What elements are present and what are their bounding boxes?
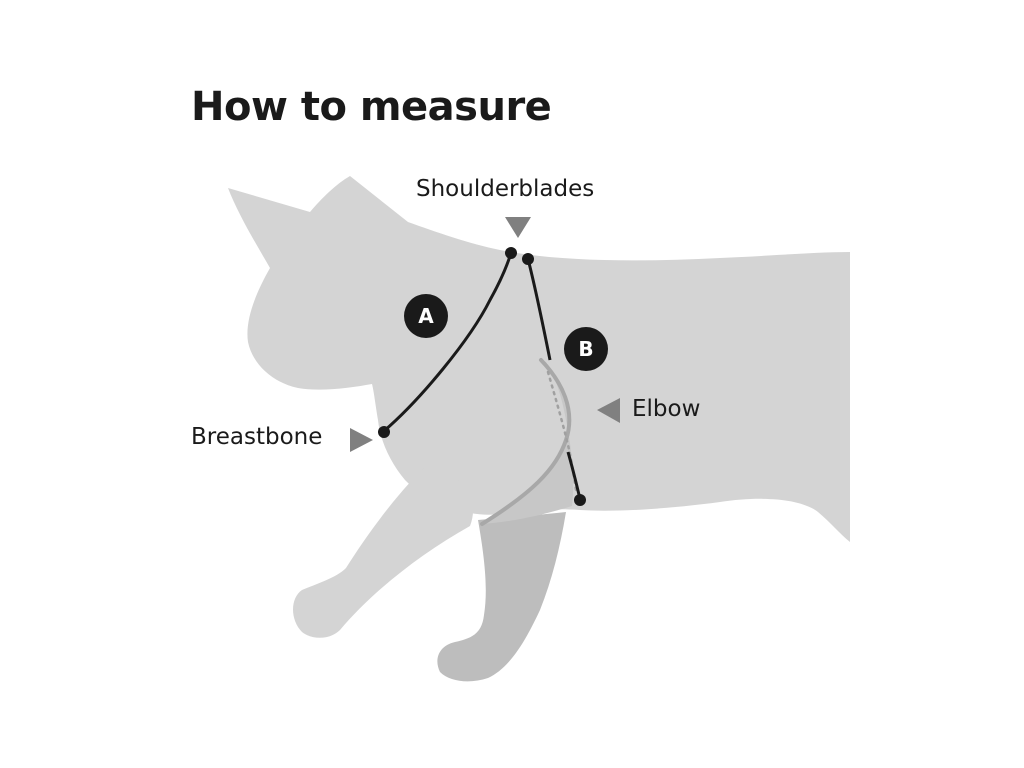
badge-b-label: B <box>578 337 593 361</box>
cat-front-leg-right <box>437 512 566 682</box>
shoulderblades-pointer-icon <box>505 217 531 238</box>
shoulder-dot-right <box>522 253 534 265</box>
elbow-dot <box>574 494 586 506</box>
breastbone-dot <box>378 426 390 438</box>
cat-silhouette <box>228 176 850 682</box>
measure-line-b <box>526 258 552 361</box>
elbow-dotted-path <box>546 370 578 492</box>
harness-outline <box>482 360 574 524</box>
badge-b: B <box>564 327 608 371</box>
badge-a-label: A <box>418 304 434 328</box>
shoulderblades-label: Shoulderblades <box>416 176 595 202</box>
cat-body <box>228 176 850 542</box>
breastbone-label: Breastbone <box>191 424 323 450</box>
cat-front-leg-left <box>293 462 474 638</box>
breastbone-pointer-icon <box>350 428 373 452</box>
measure-line-a <box>383 252 513 433</box>
page-title: How to measure <box>191 84 552 130</box>
elbow-label: Elbow <box>632 396 701 422</box>
elbow-pointer-icon <box>597 398 620 423</box>
shoulder-dot-left <box>505 247 517 259</box>
badge-a: A <box>404 294 448 338</box>
